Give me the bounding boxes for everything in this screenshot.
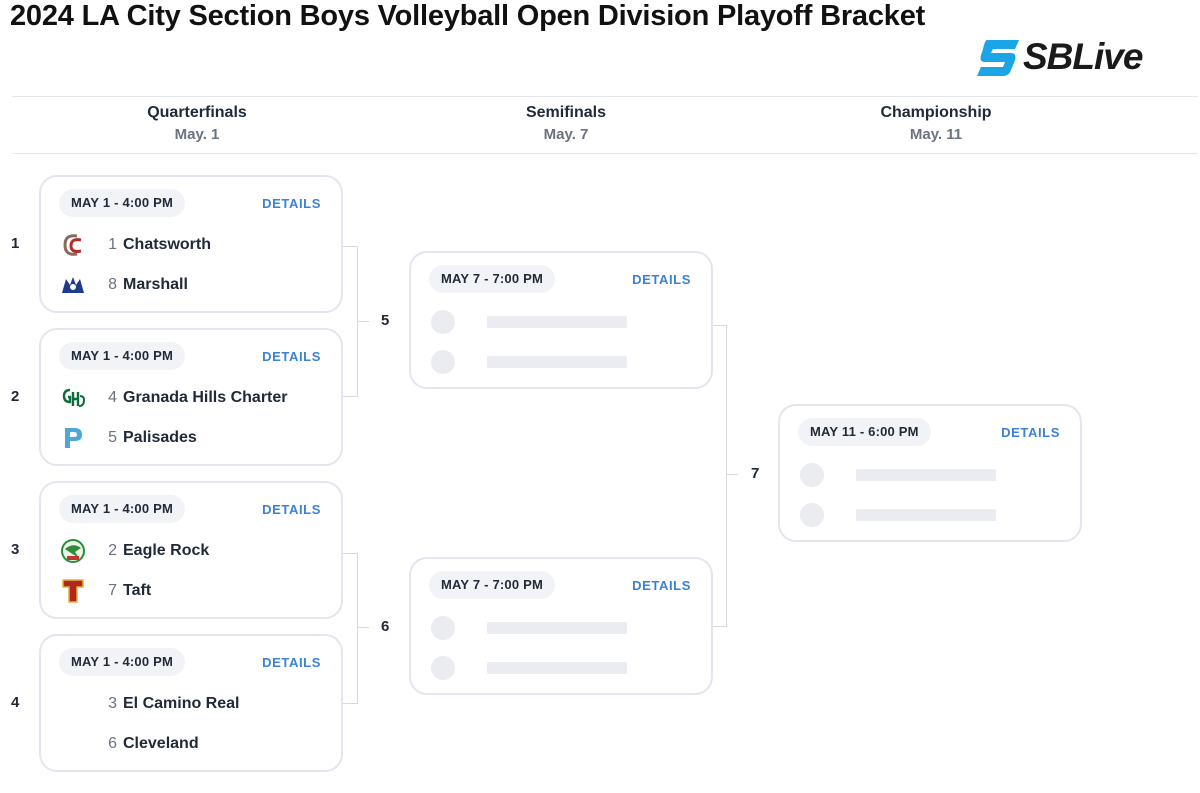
taft-logo-icon xyxy=(59,577,87,605)
team-row[interactable]: 2 Eagle Rock xyxy=(59,537,209,565)
game-card-5[interactable]: MAY 7 - 7:00 PM DETAILS xyxy=(409,251,713,389)
team-logo-placeholder xyxy=(59,730,87,758)
team-name: El Camino Real xyxy=(123,695,240,712)
connector-line xyxy=(357,321,369,322)
round-date: May. 11 xyxy=(909,126,963,143)
round-date: May. 7 xyxy=(543,126,589,143)
sblive-logo: SBLive xyxy=(975,36,1191,78)
round-name: Semifinals xyxy=(525,104,607,121)
game-card-2[interactable]: MAY 1 - 4:00 PM DETAILS 4 Granada Hills … xyxy=(39,328,343,466)
header-divider-top xyxy=(12,96,1198,97)
header-divider-bottom xyxy=(12,153,1198,154)
granada-hills-logo-icon xyxy=(59,384,87,412)
game-time: MAY 1 - 4:00 PM xyxy=(59,189,185,217)
details-link[interactable]: DETAILS xyxy=(262,502,321,517)
team-name-placeholder xyxy=(487,622,627,634)
game-number: 4 xyxy=(11,694,20,711)
team-logo-placeholder xyxy=(431,350,455,374)
team-seed: 2 xyxy=(108,542,117,559)
team-name: Taft xyxy=(123,582,152,599)
team-seed: 5 xyxy=(108,429,117,446)
team-logo-placeholder xyxy=(59,690,87,718)
details-link[interactable]: DETAILS xyxy=(262,655,321,670)
connector-line xyxy=(726,474,738,475)
team-seed: 3 xyxy=(108,695,117,712)
team-logo-placeholder xyxy=(431,656,455,680)
game-card-4[interactable]: MAY 1 - 4:00 PM DETAILS 3 El Camino Real… xyxy=(39,634,343,772)
game-time: MAY 7 - 7:00 PM xyxy=(429,571,555,599)
game-card-1[interactable]: MAY 1 - 4:00 PM DETAILS 1 Chatsworth 8 M… xyxy=(39,175,343,313)
sblive-wordmark: SBLive xyxy=(1023,36,1143,77)
team-logo-placeholder xyxy=(431,310,455,334)
game-card-6[interactable]: MAY 7 - 7:00 PM DETAILS xyxy=(409,557,713,695)
page-title: 2024 LA City Section Boys Volleyball Ope… xyxy=(10,0,926,32)
team-row[interactable]: 3 El Camino Real xyxy=(59,690,239,718)
team-seed: 7 xyxy=(108,582,117,599)
round-header-championship: Championship May. 11 xyxy=(826,104,1046,143)
connector-line xyxy=(357,553,358,704)
team-row[interactable]: 5 Palisades xyxy=(59,424,197,452)
connector-line xyxy=(726,325,727,627)
connector-line xyxy=(343,703,357,704)
palisades-logo-icon xyxy=(59,424,87,452)
team-name: Granada Hills Charter xyxy=(123,389,288,406)
connector-line xyxy=(357,627,369,628)
game-number: 3 xyxy=(11,541,20,558)
team-seed: 1 xyxy=(108,236,117,253)
team-seed: 6 xyxy=(108,735,117,752)
team-logo-placeholder xyxy=(431,616,455,640)
team-name: Palisades xyxy=(123,429,197,446)
chatsworth-logo-icon xyxy=(59,231,87,259)
details-link[interactable]: DETAILS xyxy=(632,272,691,287)
game-time: MAY 7 - 7:00 PM xyxy=(429,265,555,293)
sblive-s-icon xyxy=(977,40,1019,76)
team-row[interactable]: 8 Marshall xyxy=(59,271,188,299)
game-time: MAY 1 - 4:00 PM xyxy=(59,342,185,370)
team-seed: 4 xyxy=(108,389,117,406)
connector-line xyxy=(343,396,357,397)
round-date: May. 1 xyxy=(174,126,220,143)
team-name-placeholder xyxy=(487,356,627,368)
round-header-quarterfinals: Quarterfinals May. 1 xyxy=(87,104,307,143)
team-name: Chatsworth xyxy=(123,236,211,253)
team-seed: 8 xyxy=(108,276,117,293)
team-row[interactable]: 1 Chatsworth xyxy=(59,231,211,259)
marshall-logo-icon xyxy=(59,271,87,299)
game-number: 6 xyxy=(381,618,390,635)
details-link[interactable]: DETAILS xyxy=(632,578,691,593)
details-link[interactable]: DETAILS xyxy=(1001,425,1060,440)
eagle-rock-logo-icon xyxy=(59,537,87,565)
game-time: MAY 1 - 4:00 PM xyxy=(59,648,185,676)
team-name: Marshall xyxy=(123,276,188,293)
round-name: Championship xyxy=(880,104,992,121)
game-card-3[interactable]: MAY 1 - 4:00 PM DETAILS 2 Eagle Rock 7 T… xyxy=(39,481,343,619)
round-header-semifinals: Semifinals May. 7 xyxy=(456,104,676,143)
team-name-placeholder xyxy=(487,316,627,328)
team-name-placeholder xyxy=(487,662,627,674)
game-number: 1 xyxy=(11,235,20,252)
game-time: MAY 11 - 6:00 PM xyxy=(798,418,931,446)
details-link[interactable]: DETAILS xyxy=(262,196,321,211)
team-row[interactable]: 4 Granada Hills Charter xyxy=(59,384,288,412)
connector-line xyxy=(712,325,726,326)
game-number: 5 xyxy=(381,312,390,329)
team-name: Eagle Rock xyxy=(123,542,210,559)
connector-line xyxy=(343,246,357,247)
connector-line xyxy=(712,626,726,627)
game-time: MAY 1 - 4:00 PM xyxy=(59,495,185,523)
team-row[interactable]: 6 Cleveland xyxy=(59,730,199,758)
connector-line xyxy=(343,553,357,554)
team-row[interactable]: 7 Taft xyxy=(59,577,151,605)
team-name-placeholder xyxy=(856,469,996,481)
game-number: 2 xyxy=(11,388,20,405)
details-link[interactable]: DETAILS xyxy=(262,349,321,364)
team-logo-placeholder xyxy=(800,463,824,487)
team-name-placeholder xyxy=(856,509,996,521)
team-name: Cleveland xyxy=(123,735,199,752)
round-name: Quarterfinals xyxy=(147,104,247,121)
game-card-7[interactable]: MAY 11 - 6:00 PM DETAILS xyxy=(778,404,1082,542)
team-logo-placeholder xyxy=(800,503,824,527)
game-number: 7 xyxy=(751,465,760,482)
